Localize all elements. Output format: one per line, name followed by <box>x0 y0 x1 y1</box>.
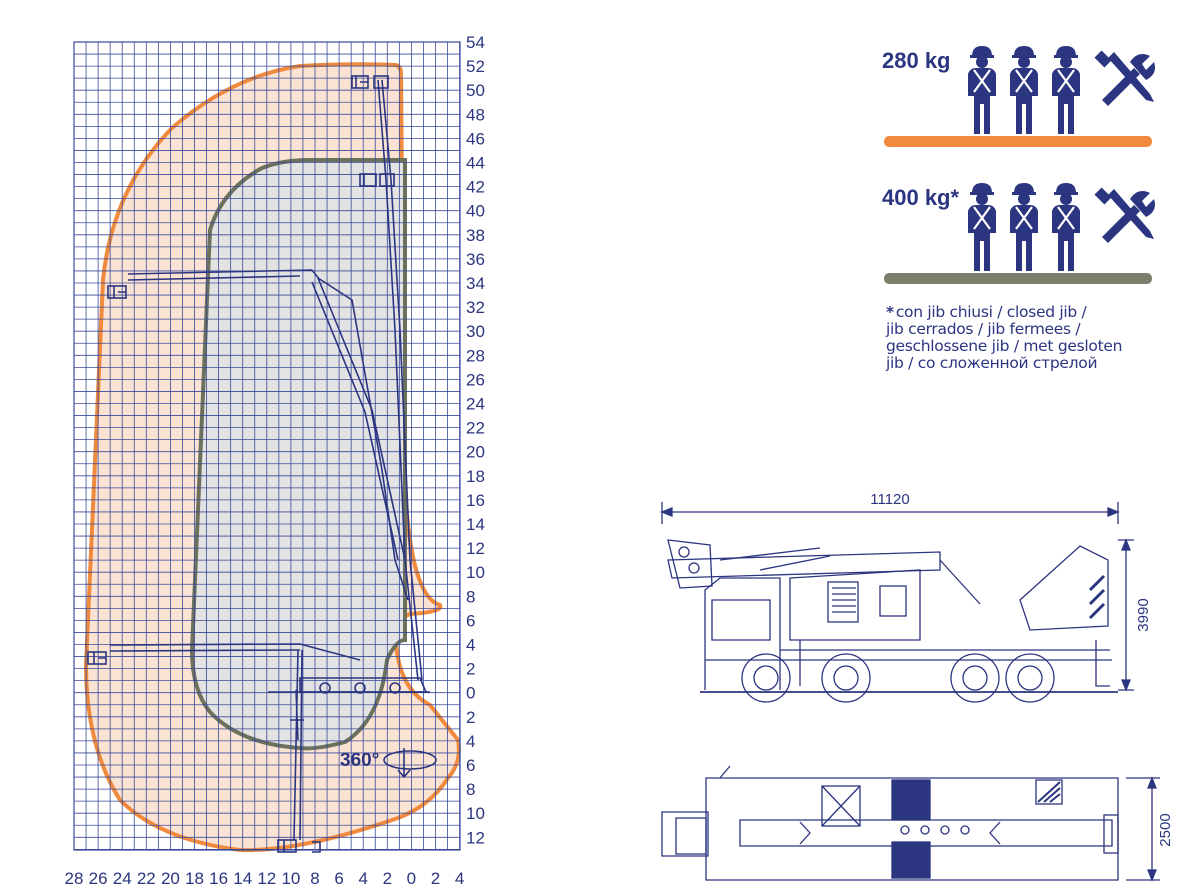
y-tick-label: 24 <box>466 395 485 414</box>
y-tick-label: 46 <box>466 129 485 148</box>
y-tick-label: 30 <box>466 322 485 341</box>
x-tick-label: 28 <box>65 869 84 888</box>
x-tick-label: 22 <box>137 869 156 888</box>
note-line-4: jib / со сложенной стрелой <box>886 354 1098 372</box>
y-tick-label: 18 <box>466 467 485 486</box>
y-tick-label: 40 <box>466 202 485 221</box>
y-tick-label: 4 <box>466 732 475 751</box>
working-envelope-chart: 360° 54525048464442403836343230282624222… <box>65 33 485 888</box>
closed-jib-note: *con jib chiusi / closed jib / jib cerra… <box>886 304 1166 372</box>
load-bar-400 <box>884 273 1152 284</box>
y-tick-label: 2 <box>466 708 475 727</box>
worker-icon <box>966 181 1082 273</box>
y-tick-label: 36 <box>466 250 485 269</box>
y-tick-label: 6 <box>466 611 475 630</box>
x-tick-label: 12 <box>257 869 276 888</box>
y-tick-label: 44 <box>466 154 485 173</box>
y-tick-label: 20 <box>466 443 485 462</box>
x-tick-label: 6 <box>334 869 343 888</box>
dimension-height: 3990 <box>1135 598 1152 631</box>
rotation-label: 360° <box>340 750 379 771</box>
y-tick-label: 8 <box>466 780 475 799</box>
x-tick-label: 0 <box>407 869 416 888</box>
y-tick-label: 28 <box>466 346 485 365</box>
x-tick-label: 16 <box>209 869 228 888</box>
y-tick-label: 54 <box>466 33 485 52</box>
y-tick-label: 52 <box>466 57 485 76</box>
y-tick-label: 12 <box>466 828 485 847</box>
y-tick-label: 12 <box>466 539 485 558</box>
y-tick-label: 14 <box>466 515 485 534</box>
y-axis-ticks: 5452504846444240383634323028262422201816… <box>466 33 485 847</box>
note-line-2: jib cerrados / jib fermees / <box>886 320 1081 338</box>
y-tick-label: 38 <box>466 226 485 245</box>
worker-icon <box>966 44 1082 136</box>
chart-grid <box>74 42 460 850</box>
x-tick-label: 4 <box>455 869 464 888</box>
truck-top-view <box>661 765 1160 882</box>
note-line-1: con jib chiusi / closed jib / <box>895 303 1087 321</box>
y-tick-label: 6 <box>466 756 475 775</box>
y-tick-label: 22 <box>466 419 485 438</box>
boom-drawings <box>109 79 430 841</box>
x-tick-label: 10 <box>281 869 300 888</box>
y-tick-label: 42 <box>466 178 485 197</box>
y-tick-label: 0 <box>466 684 475 703</box>
footnote-star: * <box>886 303 894 321</box>
y-tick-label: 26 <box>466 370 485 389</box>
x-tick-label: 4 <box>358 869 367 888</box>
truck-side-view <box>660 502 1134 703</box>
load-label-280: 280 kg <box>882 48 951 73</box>
x-tick-label: 24 <box>113 869 132 888</box>
load-panel-400: 400 kg* <box>882 181 1155 284</box>
x-tick-label: 8 <box>310 869 319 888</box>
y-tick-label: 34 <box>466 274 485 293</box>
dimension-length: 11120 <box>870 491 910 508</box>
load-label-400: 400 kg* <box>882 185 959 210</box>
y-tick-label: 10 <box>466 563 485 582</box>
rotation-arrow-icon <box>383 748 437 779</box>
load-panel-280: 280 kg <box>882 44 1155 147</box>
x-tick-label: 18 <box>185 869 204 888</box>
basket-icon <box>87 75 395 853</box>
x-tick-label: 26 <box>89 869 108 888</box>
y-tick-label: 16 <box>466 491 485 510</box>
y-tick-label: 48 <box>466 105 485 124</box>
y-tick-label: 4 <box>466 636 475 655</box>
wrench-screwdriver-icon <box>1094 187 1155 243</box>
x-tick-label: 14 <box>233 869 252 888</box>
wrench-screwdriver-icon <box>1094 50 1155 106</box>
y-tick-label: 2 <box>466 660 475 679</box>
load-bar-280 <box>884 136 1152 147</box>
y-tick-label: 8 <box>466 587 475 606</box>
y-tick-label: 32 <box>466 298 485 317</box>
note-line-3: geschlossene jib / met gesloten <box>886 337 1123 355</box>
x-tick-label: 2 <box>431 869 440 888</box>
x-tick-label: 2 <box>383 869 392 888</box>
dimension-width: 2500 <box>1157 813 1174 846</box>
y-tick-label: 50 <box>466 81 485 100</box>
y-tick-label: 10 <box>466 804 485 823</box>
x-tick-label: 20 <box>161 869 180 888</box>
